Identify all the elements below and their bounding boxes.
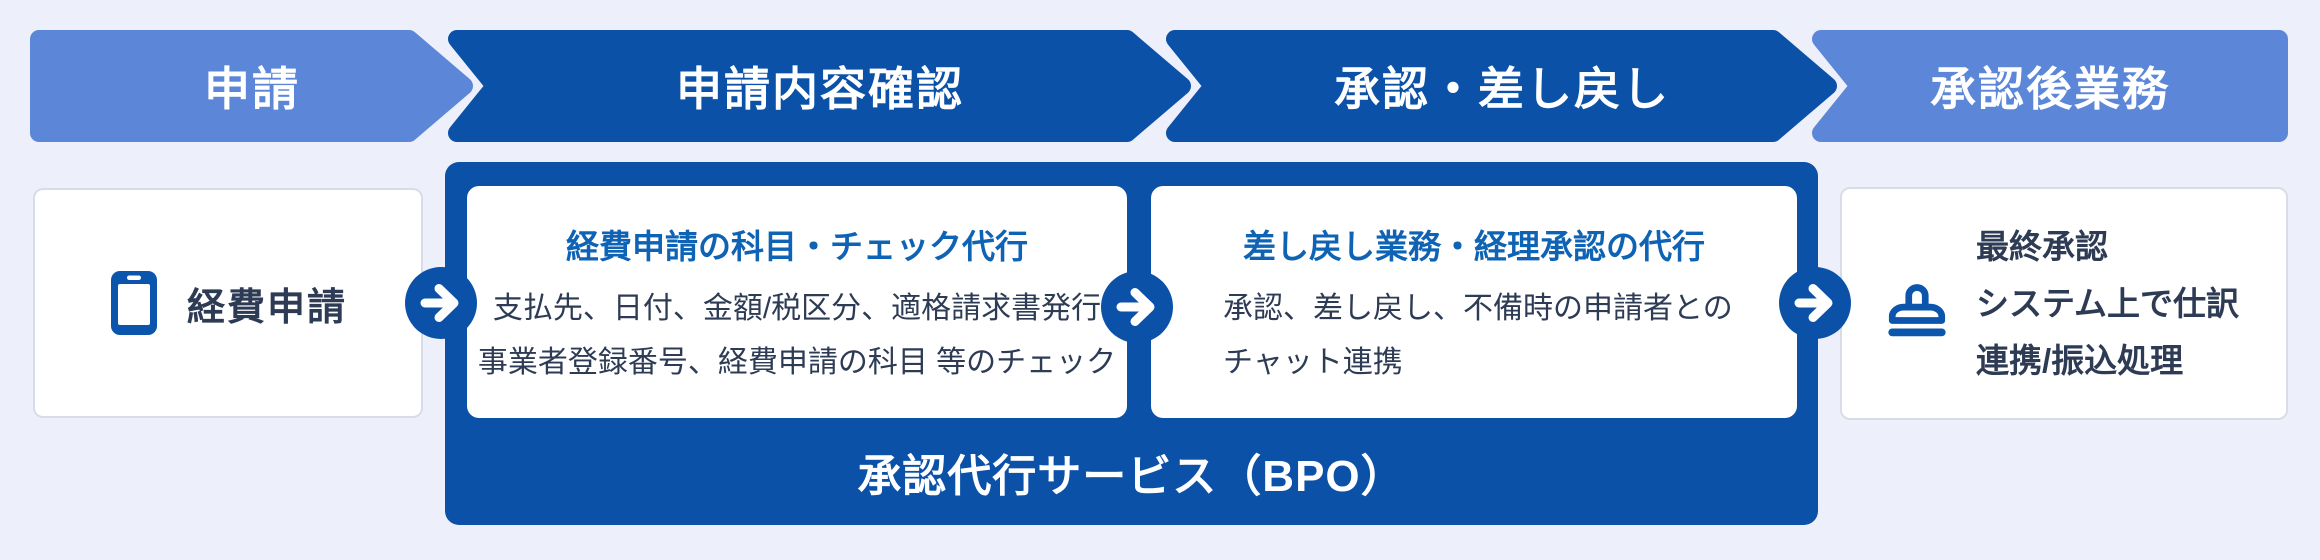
- final-approval-line-2: システム上で仕訳: [1976, 285, 2240, 322]
- bpo-service-label: 承認代行サービス（BPO）: [857, 451, 1406, 501]
- arrow-right-icon: [1779, 267, 1851, 339]
- step-label-content-check: 申請内容確認: [676, 63, 964, 115]
- final-approval-card: 最終承認 システム上で仕訳 連携/振込処理: [1840, 187, 2288, 420]
- expense-check-proxy-card: 経費申請の科目・チェック代行 支払先、日付、金額/税区分、適格請求書発行 事業者…: [467, 186, 1127, 418]
- step-label-approve-return: 承認・差し戻し: [1334, 63, 1670, 115]
- expense-check-proxy-line-1: 支払先、日付、金額/税区分、適格請求書発行: [492, 292, 1102, 325]
- step-chevron-band: [30, 30, 2288, 142]
- expense-application-label: 経費申請: [186, 286, 347, 329]
- return-approval-proxy-card: 差し戻し業務・経理承認の代行 承認、差し戻し、不備時の申請者との チャット連携: [1151, 186, 1797, 418]
- step-label-post-approval: 承認後業務: [1930, 63, 2170, 115]
- final-approval-line-1: 最終承認: [1976, 228, 2108, 265]
- chevron-step-1: [30, 30, 473, 142]
- final-approval-line-3: 連携/振込処理: [1976, 342, 2184, 379]
- arrow-right-icon: [405, 267, 477, 339]
- smartphone-icon: [109, 269, 159, 337]
- return-approval-proxy-title: 差し戻し業務・経理承認の代行: [1243, 228, 1705, 265]
- chevron-step-4: [1812, 30, 2288, 142]
- expense-application-card: 経費申請: [33, 188, 423, 418]
- final-approval-text: 最終承認 システム上で仕訳 連携/振込処理: [1976, 218, 2239, 389]
- stamp-icon: [1884, 271, 1950, 337]
- return-approval-proxy-line-2: チャット連携: [1223, 346, 1403, 379]
- expense-check-proxy-title: 経費申請の科目・チェック代行: [566, 228, 1028, 265]
- arrow-right-icon: [1101, 271, 1173, 343]
- return-approval-proxy-line-1: 承認、差し戻し、不備時の申請者との: [1223, 292, 1733, 325]
- step-label-apply: 申請: [204, 63, 300, 115]
- chevron-step-3: [1166, 30, 1837, 142]
- expense-check-proxy-line-2: 事業者登録番号、経費申請の科目 等のチェック: [477, 346, 1117, 379]
- chevron-step-2: [448, 30, 1191, 142]
